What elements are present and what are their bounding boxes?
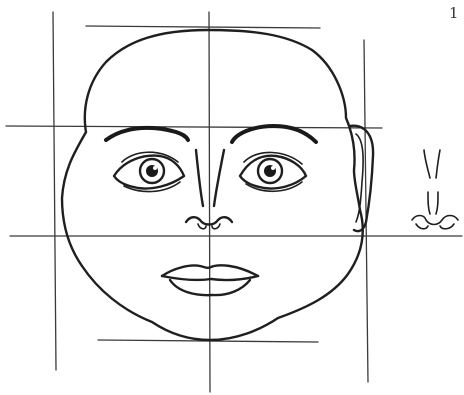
guide-lines [6,12,462,392]
study-nostril-left [416,224,428,229]
guide-left-vertical [53,12,56,370]
left-eye [114,152,184,191]
study-nose-stem-right [436,192,438,214]
right-eye-highlight [271,166,275,170]
right-ear-inner [356,134,363,222]
right-eye [240,152,306,191]
study-bridge-right [436,150,440,178]
face-outline [62,30,363,340]
right-eyebrow [232,126,316,142]
corner-label: 1 [449,6,459,21]
study-bridge-left [424,150,430,178]
guide-center-vertical [209,12,210,392]
side-nose-studies [412,150,458,229]
nose-bridge-right [214,150,224,206]
guide-top-horizontal [86,26,320,28]
study-nostril-right [440,224,454,229]
study-nose-stem-left [428,192,430,214]
left-eyebrow [106,128,188,140]
nose-bridge-left [196,150,203,206]
left-eye-highlight [153,166,157,170]
guide-brow-horizontal [6,126,382,128]
study-nose-base [412,216,458,225]
